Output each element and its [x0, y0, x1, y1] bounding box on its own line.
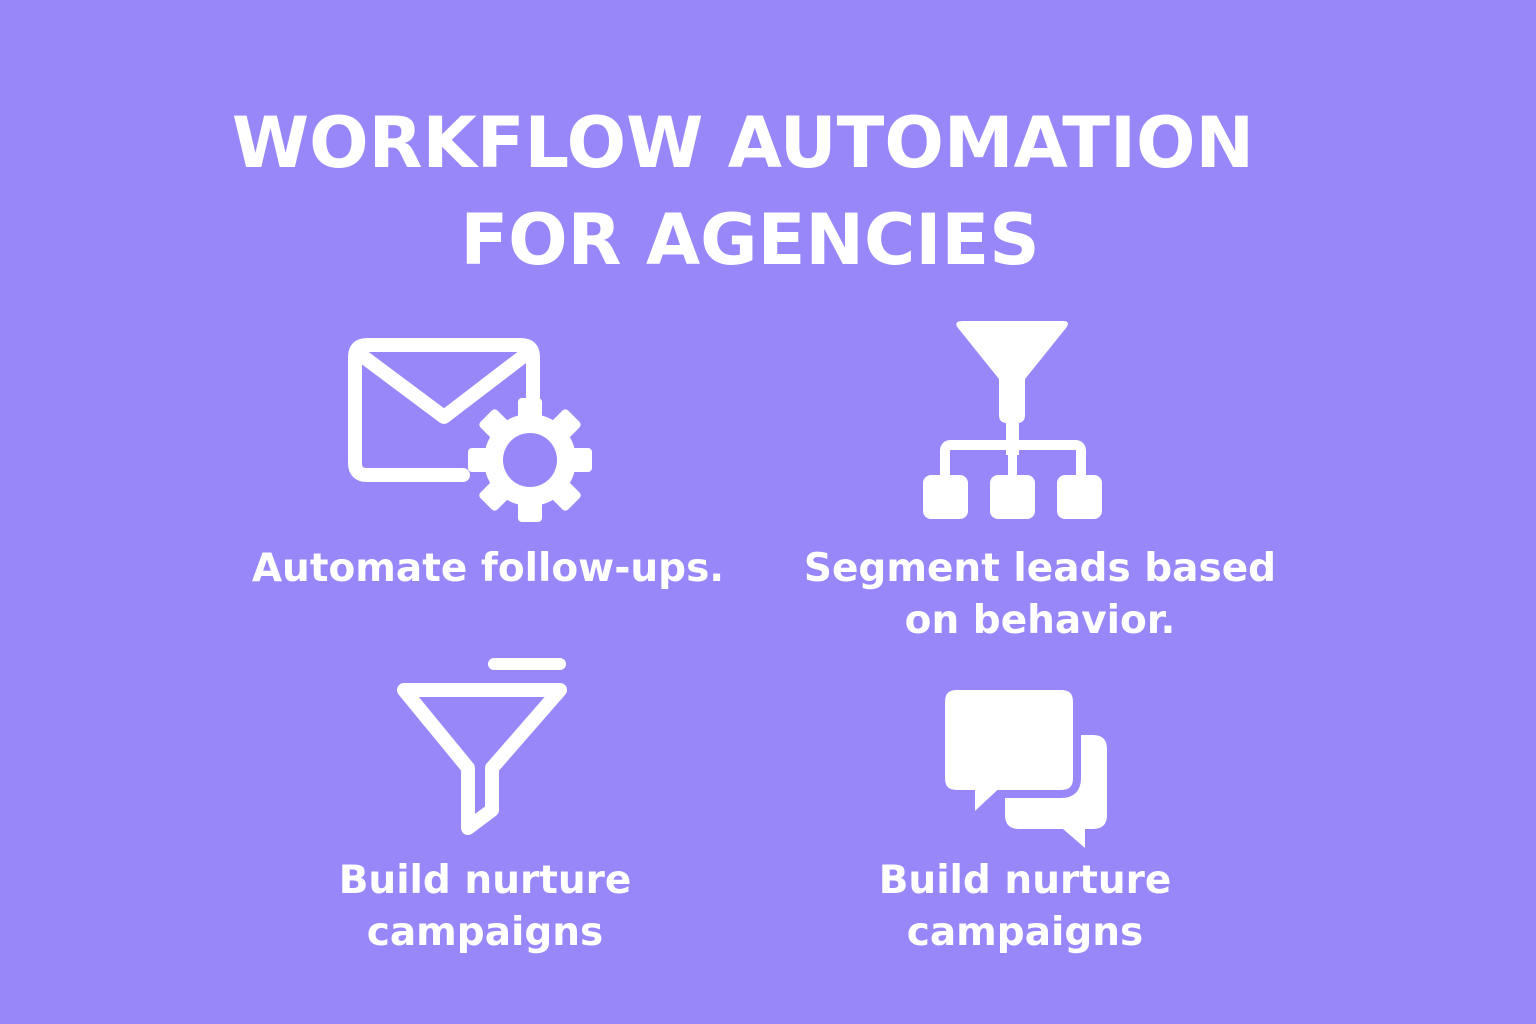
funnel-outline-icon: [397, 658, 567, 835]
email-gear-icon: [348, 338, 592, 522]
feature-caption-automate: Automate follow-ups.: [251, 546, 725, 591]
feature-caption-nurture-2: Build nurture campaigns: [878, 858, 1172, 955]
funnel-hierarchy-icon: [923, 321, 1102, 519]
page-title-line-1: WORKFLOW AUTOMATION: [231, 102, 1255, 184]
feature-caption-nurture-1: Build nurture campaigns: [338, 858, 632, 955]
page-title-line-2: FOR AGENCIES: [460, 199, 1040, 281]
chat-bubbles-icon: [937, 682, 1107, 848]
feature-caption-segment: Segment leads based on behavior.: [803, 546, 1277, 643]
